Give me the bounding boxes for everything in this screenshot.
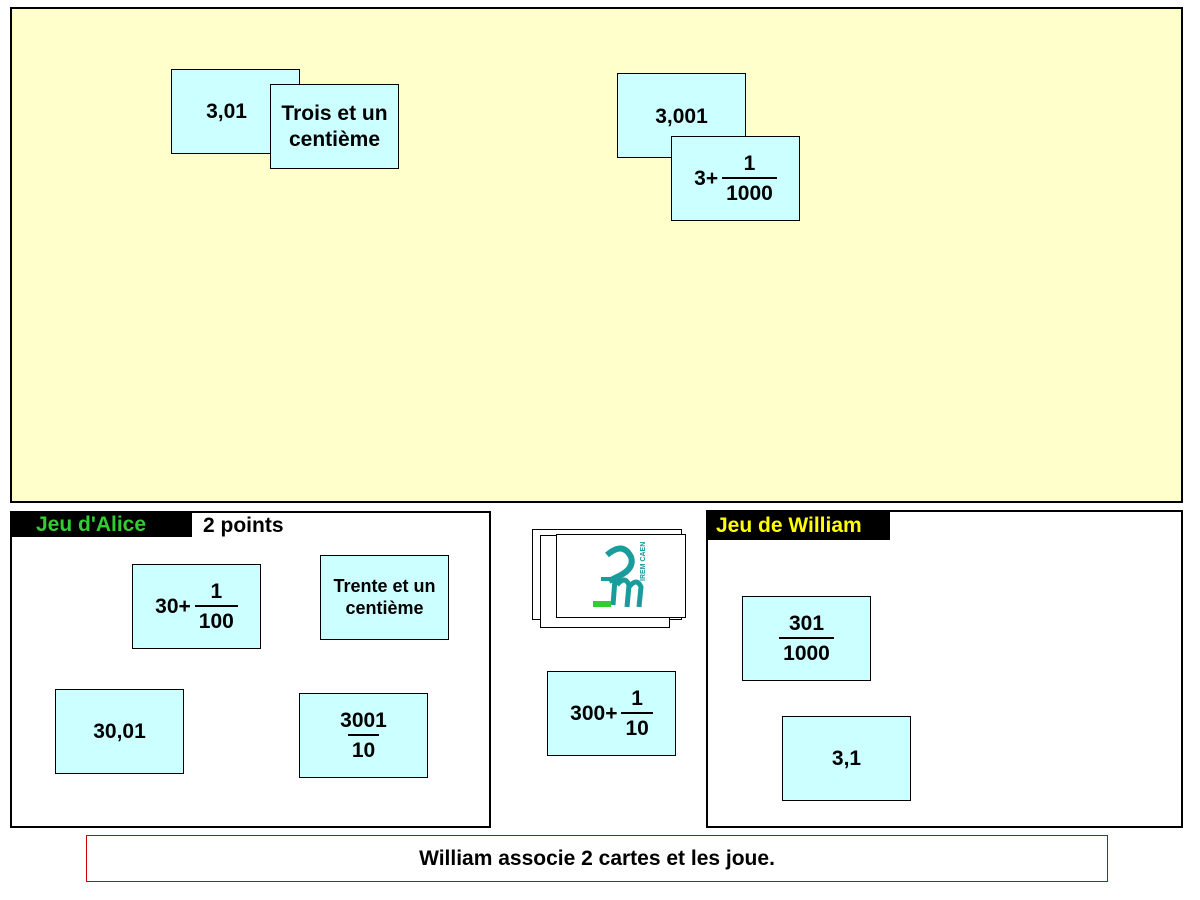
board-card-3-plus-1-over-1000[interactable]: 3+ 1 1000 <box>671 136 800 221</box>
card-whole: 300+ <box>570 701 618 725</box>
alice-card-trente-et-un-centieme[interactable]: Trente et un centième <box>320 555 449 640</box>
card-text: Trois et un centième <box>281 102 388 151</box>
board-card-trois-et-un-centieme[interactable]: Trois et un centième <box>270 84 399 169</box>
card-whole: 3+ <box>694 166 719 190</box>
denominator: 100 <box>194 604 238 634</box>
william-card-3-1[interactable]: 3,1 <box>782 716 911 801</box>
numerator: 1 <box>743 152 756 176</box>
card-text: 3,001 <box>655 105 708 128</box>
irem-caen-logo-icon: IREM CAEN <box>587 541 657 613</box>
deck-top-card[interactable]: IREM CAEN <box>556 534 686 618</box>
william-card-301-over-1000[interactable]: 301 1000 <box>742 596 871 681</box>
card-whole: 30+ <box>155 594 191 618</box>
svg-text:IREM CAEN: IREM CAEN <box>640 542 647 581</box>
fraction: 1 10 <box>621 686 653 741</box>
alice-card-3001-over-10[interactable]: 3001 10 <box>299 693 428 778</box>
card-text: 30,01 <box>93 719 146 743</box>
alice-card-30-plus-1-over-100[interactable]: 30+ 1 100 <box>132 564 261 649</box>
fraction: 301 1000 <box>779 611 834 665</box>
center-card-300-plus-1-over-10[interactable]: 300+ 1 10 <box>547 671 676 756</box>
card-text: 3,01 <box>206 99 247 123</box>
denominator: 10 <box>347 733 380 763</box>
game-message: William associe 2 cartes et les joue. <box>86 835 1108 882</box>
fraction: 1 1000 <box>722 151 777 205</box>
card-text: 3,1 <box>831 746 862 770</box>
alice-points: 2 points <box>203 514 284 537</box>
card-text: Trente et un centième <box>333 576 436 618</box>
william-label: Jeu de William <box>708 512 890 540</box>
alice-card-30-01[interactable]: 30,01 <box>55 689 184 774</box>
numerator: 301 <box>788 612 825 636</box>
numerator: 1 <box>210 580 223 604</box>
denominator: 1000 <box>779 636 834 666</box>
denominator: 10 <box>621 711 653 741</box>
alice-label: Jeu d'Alice <box>12 513 192 537</box>
numerator: 3001 <box>340 709 387 733</box>
denominator: 1000 <box>722 176 777 206</box>
fraction: 3001 10 <box>336 708 391 762</box>
fraction: 1 100 <box>194 579 238 634</box>
numerator: 1 <box>631 687 643 711</box>
